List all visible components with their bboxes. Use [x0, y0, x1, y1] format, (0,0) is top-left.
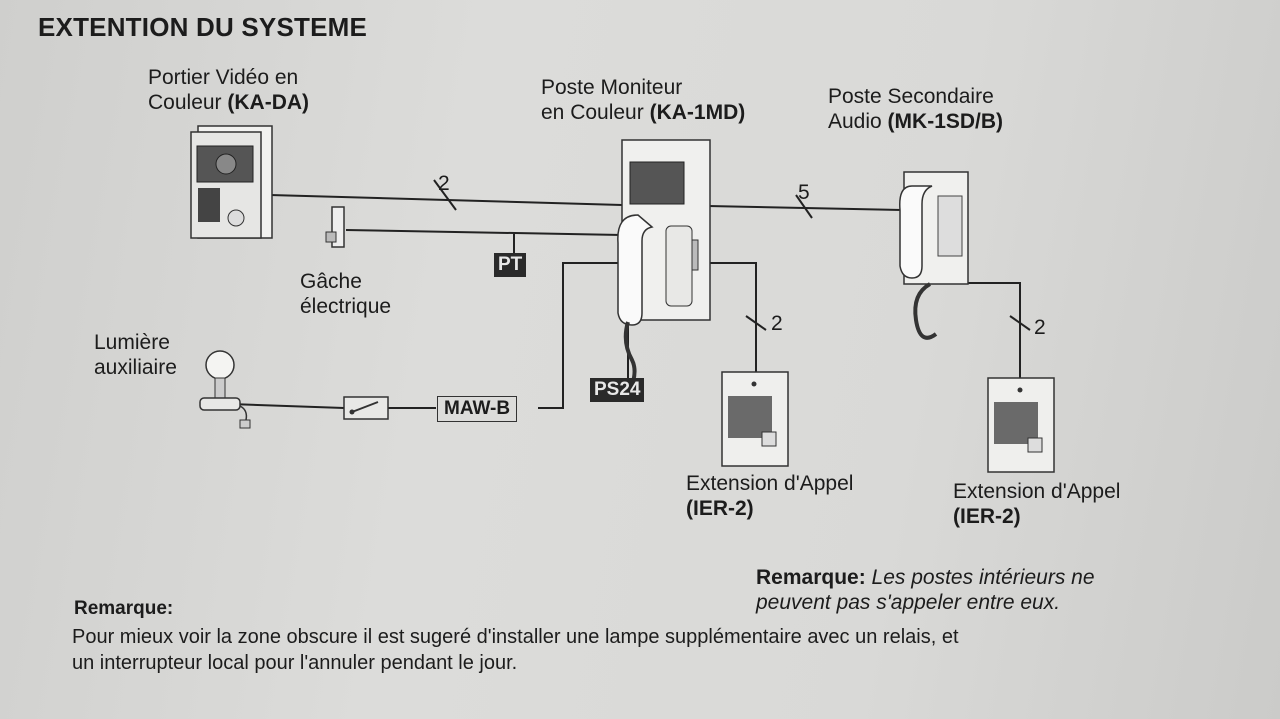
monitor-label-line1: Poste Moniteur [541, 76, 683, 99]
video-door-model: (KA-DA) [227, 90, 310, 114]
monitor-label-prefix: en Couleur [541, 100, 650, 124]
secondary-station-icon [899, 171, 969, 340]
wire-count-door-monitor: 2 [438, 172, 450, 195]
electric-strike-icon [325, 206, 345, 248]
monitor-model: (KA-1MD) [649, 100, 746, 124]
ext2-label-line1: Extension d'Appel [953, 480, 1121, 503]
wire-ps24-maw [538, 262, 630, 409]
monitor-label-line2: en Couleur (KA-1MD) [541, 101, 745, 126]
remark-right-text1: Les postes intérieurs ne [871, 566, 1095, 589]
monitor-label: Poste Moniteur en Couleur (KA-1MD) [541, 76, 745, 126]
strike-label-line2: électrique [300, 294, 392, 318]
wire-strike-monitor [345, 229, 623, 236]
remark-right: Remarque: Les postes intérieurs ne peuve… [756, 566, 1095, 616]
monitor-station-icon [617, 139, 711, 391]
remark-bottom-line2: un interrupteur local pour l'annuler pen… [72, 652, 518, 674]
remark-bottom-label: Remarque: [74, 598, 174, 619]
aux-light-label-line1: Lumière [94, 331, 170, 354]
section-title: EXTENTION DU SYSTEME [38, 12, 368, 42]
remark-right-label: Remarque: [756, 566, 866, 589]
auxiliary-light-icon [199, 350, 251, 429]
secondary-label-line1: Poste Secondaire [828, 85, 994, 108]
call-extension-2-icon [987, 377, 1055, 473]
remark-bottom-text: Pour mieux voir la zone obscure il est s… [72, 624, 959, 676]
remark-bottom-line1: Pour mieux voir la zone obscure il est s… [72, 626, 959, 648]
ext1-label: Extension d'Appel (IER-2) [686, 472, 853, 522]
wire-slash-1 [433, 179, 457, 211]
maw-b-box: MAW-B [437, 396, 518, 422]
video-door-station-icon [190, 125, 273, 239]
strike-label-line1: Gâche [300, 270, 362, 293]
video-door-label-prefix: Couleur [148, 90, 228, 114]
video-door-label-line2: Couleur (KA-DA) [148, 91, 309, 116]
secondary-model: (MK-1SD/B) [887, 109, 1004, 133]
ext1-model: (IER-2) [686, 496, 754, 520]
secondary-label-prefix: Audio [828, 109, 888, 133]
wire-monitor-ext1 [708, 262, 757, 372]
aux-light-label: Lumière auxiliaire [94, 331, 177, 381]
ext1-label-line1: Extension d'Appel [686, 472, 854, 495]
pt-badge: PT [494, 253, 527, 277]
remark-right-line1: Remarque: Les postes intérieurs ne [756, 566, 1095, 591]
video-door-label-line1: Portier Vidéo en [148, 66, 299, 89]
wire-slash-2 [795, 194, 813, 219]
wire-count-monitor-secondary: 5 [798, 181, 810, 204]
wire-slash-4 [1009, 315, 1031, 331]
wire-door-monitor [269, 194, 623, 206]
secondary-label: Poste Secondaire Audio (MK-1SD/B) [828, 85, 1003, 135]
ext2-label: Extension d'Appel (IER-2) [953, 480, 1120, 530]
call-extension-1-icon [721, 371, 789, 467]
strike-label: Gâche électrique [300, 270, 391, 320]
wire-switch-light [229, 403, 345, 409]
remark-right-line2: peuvent pas s'appeler entre eux. [756, 590, 1061, 614]
wires [229, 179, 1031, 409]
video-door-label: Portier Vidéo en Couleur (KA-DA) [148, 66, 309, 116]
wire-count-secondary-ext: 2 [1034, 316, 1046, 339]
ext2-model: (IER-2) [953, 504, 1021, 528]
local-switch-icon [343, 396, 389, 420]
aux-light-label-line2: auxiliaire [94, 355, 177, 379]
secondary-label-line2: Audio (MK-1SD/B) [828, 110, 1003, 135]
ps24-badge: PS24 [590, 378, 645, 402]
wire-secondary-ext2 [960, 282, 1021, 378]
wire-count-monitor-ext: 2 [771, 312, 783, 335]
wire-slash-3 [745, 315, 767, 331]
